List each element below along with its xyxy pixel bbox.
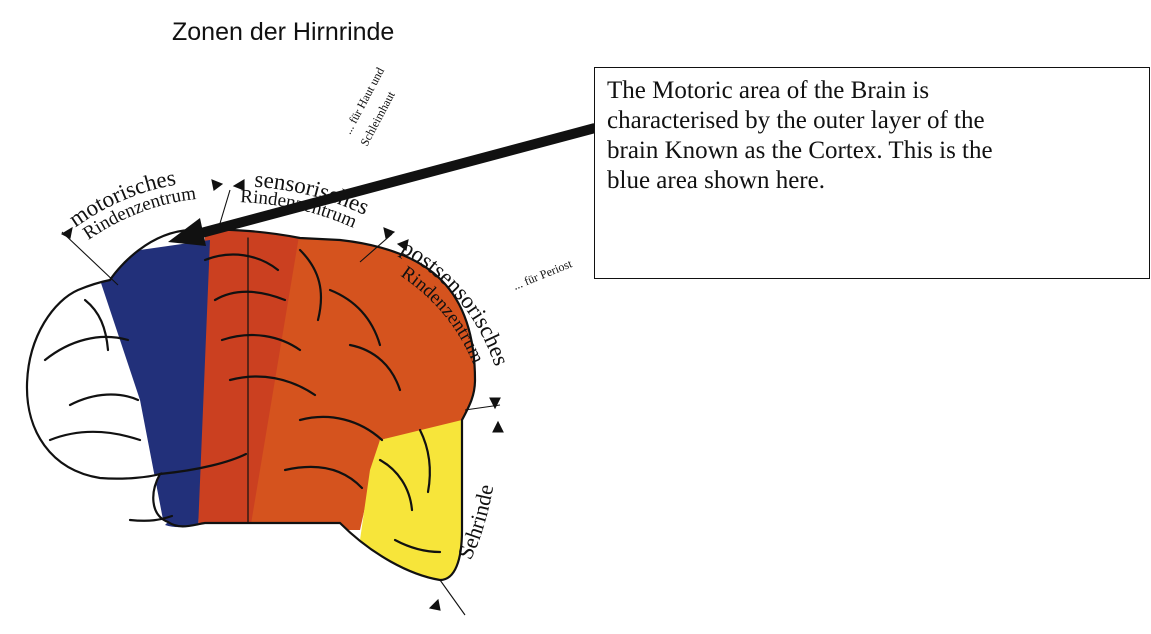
pointer-arrow [168, 128, 595, 246]
diagram-title: Zonen der Hirnrinde [172, 18, 394, 46]
brain-illustration [0, 200, 600, 620]
explanation-callout: The Motoric area of the Brain is charact… [594, 67, 1150, 279]
callout-text: The Motoric area of the Brain is charact… [607, 76, 1027, 196]
periosteum-label: ... für Periost [511, 256, 575, 293]
